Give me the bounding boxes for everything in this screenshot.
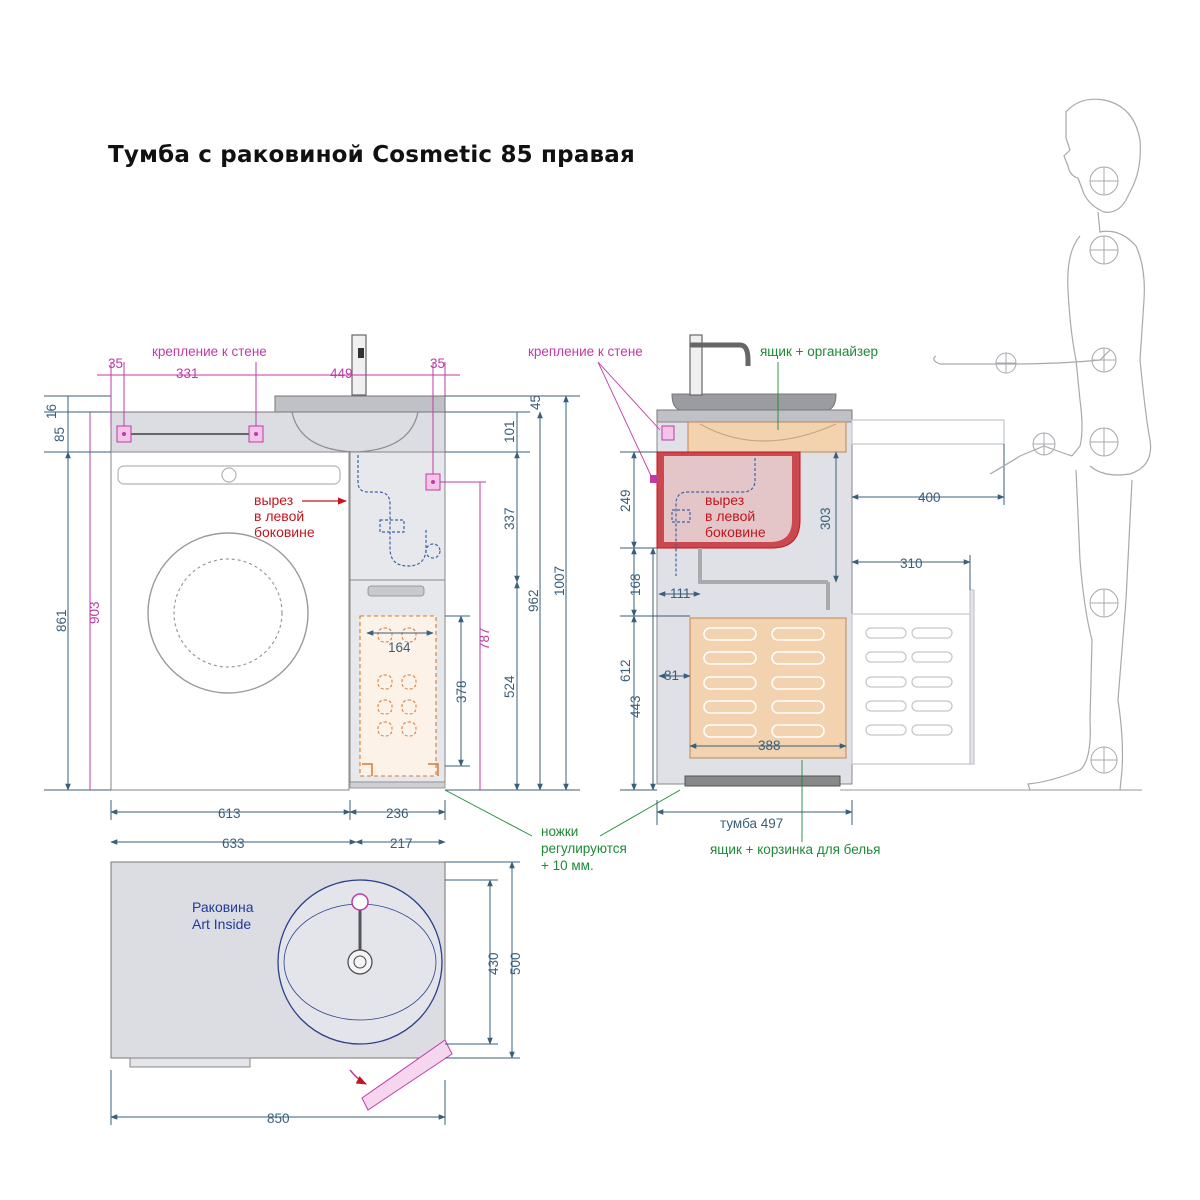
- dim-500: 500: [508, 952, 523, 975]
- label-wall-mount-front: крепление к стене: [152, 344, 267, 359]
- dim-400: 400: [918, 490, 941, 505]
- dim-217: 217: [390, 836, 413, 851]
- side-plinth: [684, 775, 841, 787]
- top-view-rail: [129, 1057, 251, 1068]
- label-cutout-side-1: вырез: [705, 492, 744, 508]
- label-cutout-front-1: вырез: [254, 492, 293, 508]
- front-sink-bowl: [274, 395, 446, 413]
- dim-310: 310: [900, 556, 923, 571]
- side-faucet: [689, 334, 703, 396]
- top-view: [110, 861, 453, 1111]
- side-mount-bracket: [661, 425, 675, 441]
- side-view: [650, 334, 1005, 787]
- dim-164: 164: [388, 640, 411, 655]
- label-cutout-side-3: боковине: [705, 524, 766, 540]
- dim-633: 633: [222, 836, 245, 851]
- dim-111: 111: [670, 586, 691, 601]
- dim-1007: 1007: [552, 566, 567, 596]
- label-cutout-front-2: в левой: [254, 508, 304, 524]
- dim-612: 612: [618, 659, 633, 682]
- top-view-dims: [110, 861, 520, 1125]
- label-wall-mount-side: крепление к стене: [528, 344, 643, 359]
- label-sink-2: Art Inside: [192, 916, 251, 932]
- side-drawer-extended: [851, 419, 1005, 765]
- washer-door-outer: [147, 532, 309, 694]
- dim-430: 430: [486, 952, 501, 975]
- dim-35-right: 35: [430, 356, 445, 371]
- dim-331: 331: [176, 366, 199, 381]
- dim-613: 613: [218, 806, 241, 821]
- side-drawer-organizer: [687, 421, 847, 453]
- dim-236: 236: [386, 806, 409, 821]
- dim-303: 303: [818, 507, 833, 530]
- dim-249: 249: [618, 489, 633, 512]
- label-cabinet-depth: тумба 497: [720, 816, 783, 831]
- joint-markers: [995, 166, 1119, 774]
- front-view: [110, 334, 446, 791]
- label-cutout-front-3: боковине: [254, 524, 315, 540]
- front-mount-dims: [83, 362, 486, 790]
- label-cutout-side-2: в левой: [705, 508, 755, 524]
- dim-35-left: 35: [108, 356, 123, 371]
- dim-81: 81: [664, 668, 679, 683]
- side-dims: [620, 444, 1005, 825]
- front-siphon: [357, 455, 441, 567]
- label-drawer-basket: ящик + корзинка для белья: [710, 842, 881, 857]
- side-sink-top: [656, 409, 853, 423]
- dim-449: 449: [330, 366, 353, 381]
- dim-962: 962: [526, 589, 541, 612]
- dim-85: 85: [52, 427, 67, 442]
- dim-903: 903: [87, 601, 102, 624]
- front-dims: [44, 395, 580, 845]
- dim-16: 16: [44, 404, 59, 419]
- front-faucet: [351, 334, 367, 396]
- dim-443: 443: [628, 695, 643, 718]
- dim-787: 787: [477, 627, 492, 650]
- dim-45: 45: [528, 395, 543, 410]
- label-legs-1: ножки: [541, 824, 578, 839]
- washing-machine: [110, 451, 350, 791]
- washer-control-panel: [117, 465, 341, 485]
- washer-door-inner: [173, 558, 283, 668]
- cabinet-plinth: [349, 781, 446, 789]
- label-legs-3: + 10 мм.: [541, 858, 594, 873]
- dim-337: 337: [502, 507, 517, 530]
- dim-861: 861: [54, 609, 69, 632]
- dim-388: 388: [758, 738, 781, 753]
- washer-knob: [221, 467, 237, 483]
- label-legs-2: регулируются: [541, 841, 627, 856]
- dim-378: 378: [454, 680, 469, 703]
- front-top-panel: [110, 411, 446, 453]
- page-title: Тумба с раковиной Cosmetic 85 правая: [108, 142, 635, 168]
- front-basket: [359, 615, 437, 777]
- top-view-door-open: [361, 1039, 453, 1111]
- dim-168: 168: [628, 573, 643, 596]
- dim-850: 850: [267, 1111, 290, 1126]
- label-sink-1: Раковина: [192, 899, 254, 915]
- dim-524: 524: [502, 675, 517, 698]
- human-figure: [933, 98, 1152, 791]
- cabinet-handle: [367, 585, 425, 597]
- dim-101: 101: [502, 420, 517, 443]
- label-drawer-organizer: ящик + органайзер: [760, 344, 878, 359]
